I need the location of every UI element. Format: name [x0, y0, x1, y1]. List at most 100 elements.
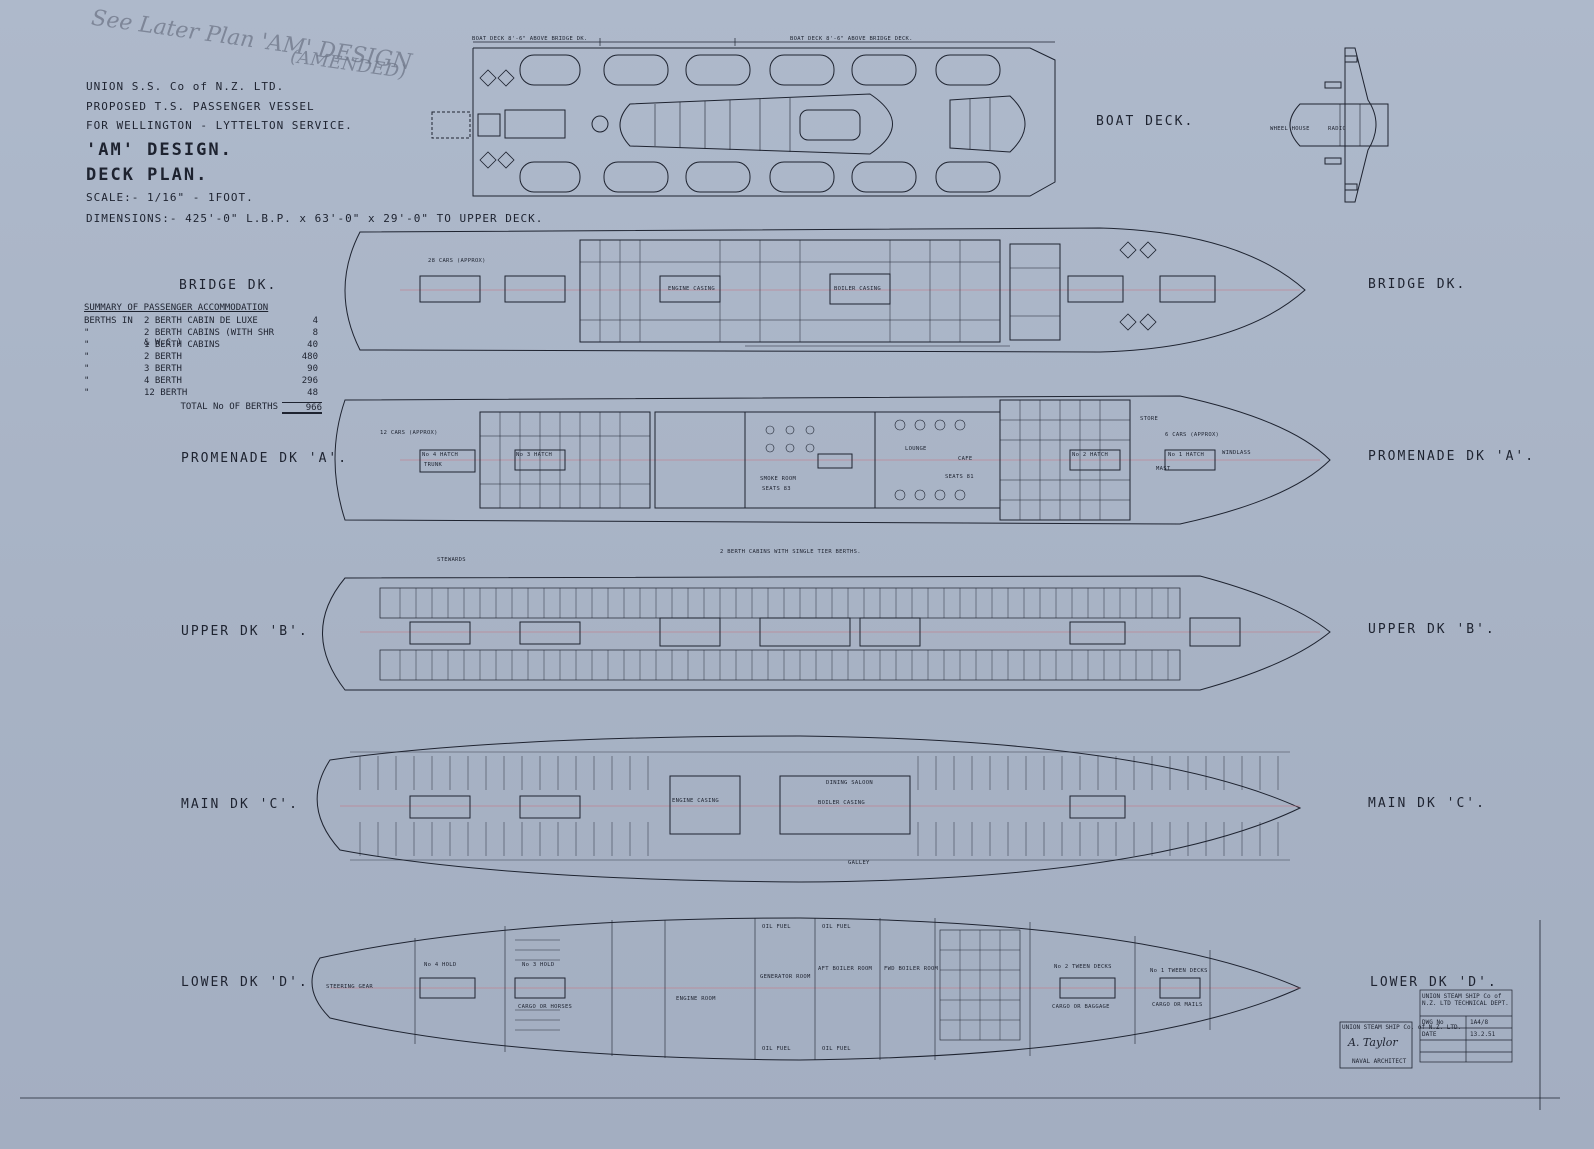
label-main-deck-left: MAIN DK 'C'.	[181, 797, 299, 812]
summary-row-label: 2 BERTH	[144, 352, 182, 362]
record-table-header: UNION STEAM SHIP Co of N.Z. LTD TECHNICA…	[1422, 993, 1509, 1007]
plan-label-cabins-note: 2 BERTH CABINS WITH SINGLE TIER BERTHS.	[720, 549, 861, 555]
plan-label-mast: MAST	[1156, 466, 1171, 472]
plan-label-fwd-boiler-room: FWD BOILER ROOM	[884, 966, 939, 972]
plan-label-store: STORE	[1140, 416, 1159, 422]
boat-deck-plan	[431, 38, 1056, 197]
plan-label-oil-fuel: OIL FUEL	[762, 1046, 791, 1052]
summary-row-value: 296	[301, 376, 318, 386]
plan-label-no1-tween: No 1 TWEEN DECKS	[1150, 968, 1208, 974]
plan-label-boiler-casing: BOILER CASING	[834, 286, 881, 292]
approval-box-frame	[1339, 1021, 1413, 1069]
main-deck-cabin-grid	[359, 756, 1279, 856]
plan-label-seats: SEATS 81	[945, 474, 974, 480]
plan-label-seats-smoke: SEATS 83	[762, 486, 791, 492]
plan-label-cargo-mails: CARGO OR MAILS	[1152, 1002, 1203, 1008]
signature: A. Taylor	[1348, 1036, 1398, 1049]
summary-row-value: 48	[307, 388, 318, 398]
summary-row: "2 BERTH CABINS (WITH SHR & W.C.)8	[84, 328, 318, 348]
signature-role: NAVAL ARCHITECT	[1352, 1058, 1407, 1065]
upper-deck-plan	[322, 575, 1331, 691]
label-promenade-deck-left: PROMENADE DK 'A'.	[181, 451, 349, 466]
plan-label-smoke-room: SMOKE ROOM	[760, 476, 797, 482]
plan-label-cafe: CAFE	[958, 456, 973, 462]
record-table-frame	[1419, 989, 1513, 1063]
label-upper-deck-right: UPPER DK 'B'.	[1368, 622, 1496, 637]
summary-row-label: 2 BERTH CABINS (WITH SHR & W.C.)	[144, 328, 275, 348]
plan-label-lounge: LOUNGE	[905, 446, 927, 452]
label-main-deck-right: MAIN DK 'C'.	[1368, 796, 1486, 811]
summary-row-value: 4	[312, 316, 318, 326]
company-name: UNION S.S. Co of N.Z. LTD.	[86, 80, 285, 93]
plan-label-engine-casing: ENGINE CASING	[668, 286, 715, 292]
summary-total-label: TOTAL No OF BERTHS	[180, 402, 278, 412]
label-bridge-deck-left: BRIDGE DK.	[179, 278, 278, 293]
plan-label-oil-fuel: OIL FUEL	[822, 924, 851, 930]
label-bridge-deck-right: BRIDGE DK.	[1368, 277, 1467, 292]
label-lower-deck-left: LOWER DK 'D'.	[181, 975, 309, 990]
plan-label-no1-hatch: No 1 HATCH	[1168, 452, 1205, 458]
summary-heading: SUMMARY OF PASSENGER ACCOMMODATION	[84, 303, 269, 313]
summary-total-value: 966	[282, 402, 322, 414]
plan-label-oil-fuel: OIL FUEL	[822, 1046, 851, 1052]
plan-label-engine-room: ENGINE ROOM	[676, 996, 716, 1002]
plan-label-cars-prom: 12 CARS (APPROX)	[380, 430, 438, 436]
plan-label-galley: GALLEY	[848, 860, 870, 866]
plan-label-trunk: TRUNK	[424, 462, 443, 468]
plan-label-no2-hatch: No 2 HATCH	[1072, 452, 1109, 458]
bridge-deck-plan	[344, 227, 1306, 353]
label-boat-deck: BOAT DECK.	[1096, 114, 1195, 129]
date-label: DATE	[1422, 1031, 1437, 1038]
summary-row-label: 3 BERTH	[144, 364, 182, 374]
plan-label-dining-saloon: DINING SALOON	[826, 780, 873, 786]
accommodation-summary: SUMMARY OF PASSENGER ACCOMMODATION BERTH…	[84, 303, 322, 414]
plan-label-no4-hold: No 4 HOLD	[424, 962, 457, 968]
summary-total: TOTAL No OF BERTHS 966	[84, 402, 322, 414]
summary-row-value: 480	[301, 352, 318, 362]
date-value: 13.2.51	[1470, 1031, 1496, 1038]
plan-label-cars-bridge: 28 CARS (APPROX)	[428, 258, 486, 264]
top-deck-plan	[1289, 47, 1389, 203]
label-upper-deck-left: UPPER DK 'B'.	[181, 624, 309, 639]
scale-text: SCALE:- 1/16" - 1FOOT.	[86, 191, 254, 204]
plan-label-oil-fuel: OIL FUEL	[762, 924, 791, 930]
service-route: FOR WELLINGTON - LYTTELTON SERVICE.	[86, 119, 353, 132]
summary-row-value: 90	[307, 364, 318, 374]
plan-title: DECK PLAN.	[86, 165, 209, 185]
label-lower-deck-right: LOWER DK 'D'.	[1370, 975, 1498, 990]
summary-row-label: 1 BERTH CABINS	[144, 340, 220, 350]
plan-label-generator-room: GENERATOR ROOM	[760, 974, 811, 980]
summary-row-label: 4 BERTH	[144, 376, 182, 386]
main-deck-plan	[316, 735, 1302, 883]
plan-label-steering-gear: STEERING GEAR	[326, 984, 373, 990]
vessel-type: PROPOSED T.S. PASSENGER VESSEL	[86, 100, 315, 113]
plan-label-boiler-casing: BOILER CASING	[818, 800, 865, 806]
drawing-number-label: DWG No	[1422, 1019, 1444, 1026]
plan-label-no2-tween: No 2 TWEEN DECKS	[1054, 964, 1112, 970]
plan-label-engine-casing: ENGINE CASING	[672, 798, 719, 804]
summary-row-value: 40	[307, 340, 318, 350]
plan-label-boat-deck-note: BOAT DECK 8'-6" ABOVE BRIDGE DK.	[472, 36, 588, 42]
plan-label-radio: RADIO	[1328, 126, 1347, 132]
promenade-deck-plan	[334, 395, 1331, 525]
design-name: 'AM' DESIGN.	[86, 140, 233, 160]
summary-row-value: 8	[312, 328, 318, 338]
summary-row-label: 2 BERTH CABIN DE LUXE	[144, 316, 258, 326]
plan-label-no3-hatch: No 3 HATCH	[516, 452, 553, 458]
plan-label-stewards: STEWARDS	[437, 557, 466, 563]
drawing-number: 1A4/8	[1470, 1019, 1489, 1026]
plan-label-no3-hold: No 3 HOLD	[522, 962, 555, 968]
plan-label-no4-hatch: No 4 HATCH	[422, 452, 459, 458]
plan-label-cargo-baggage: CARGO OR BAGGAGE	[1052, 1004, 1110, 1010]
lower-deck-plan	[311, 917, 1302, 1061]
label-promenade-deck-right: PROMENADE DK 'A'.	[1368, 449, 1536, 464]
plan-label-boat-deck-note2: BOAT DECK 8'-6" ABOVE BRIDGE DECK.	[790, 36, 913, 42]
